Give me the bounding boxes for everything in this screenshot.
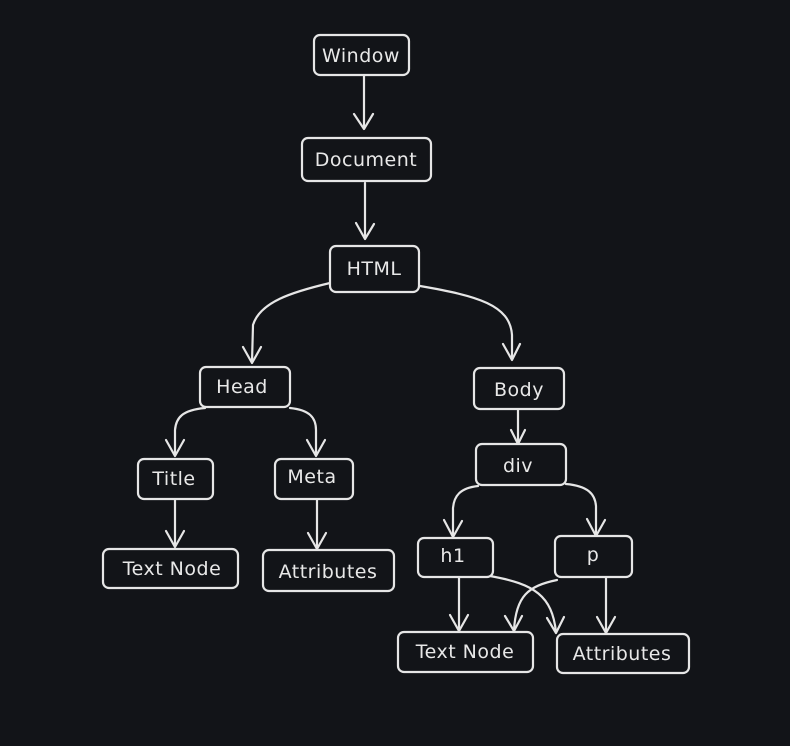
node-body: Body: [472, 366, 566, 411]
node-document: Document: [300, 136, 433, 183]
node-html: HTML: [328, 244, 421, 294]
node-window: Window: [312, 33, 411, 77]
edge-html-body: [418, 284, 522, 362]
node-meta-label: Meta: [287, 466, 336, 488]
edge-window-document: [352, 74, 375, 131]
node-body-label: Body: [494, 379, 544, 401]
edge-document-html: [354, 181, 376, 241]
edge-h1-text-node: [448, 576, 470, 633]
node-h1: h1: [416, 536, 495, 579]
node-meta: Meta: [273, 457, 355, 501]
node-head-text-node: Text Node: [101, 547, 240, 590]
edge-head-meta: [288, 406, 327, 458]
edge-html-head: [241, 281, 332, 365]
node-body-attributes: Attributes: [555, 632, 691, 675]
edge-title-text-node: [164, 498, 186, 549]
node-head: Head: [198, 365, 292, 409]
node-body-text-node-label: Text Node: [415, 641, 515, 663]
edges: [164, 74, 617, 635]
node-p: p: [553, 534, 634, 579]
node-title-label: Title: [151, 468, 195, 490]
node-head-attributes: Attributes: [261, 548, 396, 593]
edge-body-div: [509, 407, 527, 446]
edge-h1-attributes: [488, 574, 566, 635]
node-window-label: Window: [322, 45, 400, 67]
edge-meta-attributes: [306, 498, 328, 551]
node-div-label: div: [503, 455, 533, 477]
node-body-attributes-label: Attributes: [573, 643, 672, 665]
edge-p-attributes: [595, 576, 617, 635]
node-body-text-node: Text Node: [396, 630, 535, 674]
node-document-label: Document: [315, 149, 417, 171]
edge-div-h1: [442, 484, 480, 539]
node-head-text-node-label: Text Node: [122, 558, 222, 580]
node-div: div: [474, 442, 568, 487]
nodes: Window Document HTML Head Body Title Met…: [101, 33, 691, 675]
node-title: Title: [136, 457, 215, 501]
edge-head-title: [164, 406, 207, 458]
node-h1-label: h1: [440, 545, 465, 567]
node-p-label: p: [587, 544, 600, 566]
node-head-attributes-label: Attributes: [279, 561, 378, 583]
edge-div-p: [564, 482, 607, 538]
node-html-label: HTML: [347, 258, 402, 280]
node-head-label: Head: [216, 376, 268, 398]
